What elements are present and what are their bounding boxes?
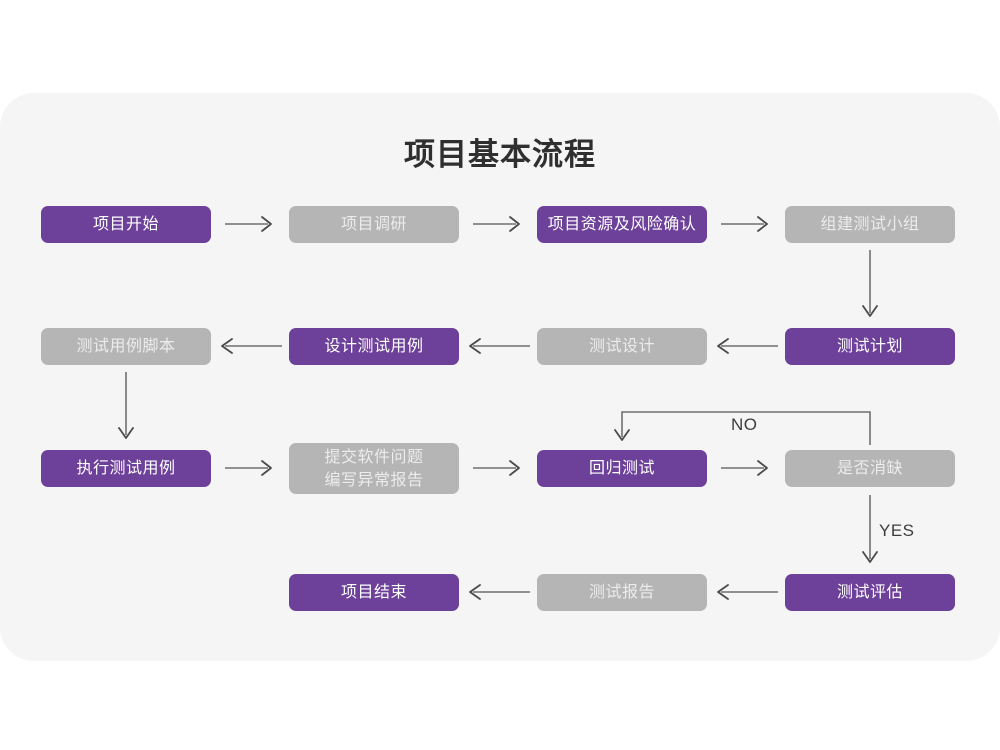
node-project-end[interactable]: 项目结束 xyxy=(289,574,459,611)
node-test-report[interactable]: 测试报告 xyxy=(537,574,707,611)
branch-label-yes: YES xyxy=(879,521,915,540)
node-design-test-case[interactable]: 设计测试用例 xyxy=(289,328,459,365)
node-execute-test-case[interactable]: 执行测试用例 xyxy=(41,450,211,487)
flowchart-card xyxy=(0,93,1000,661)
node-submit-issue-report[interactable]: 提交软件问题 编写异常报告 xyxy=(289,443,459,494)
node-test-evaluation[interactable]: 测试评估 xyxy=(785,574,955,611)
node-project-start[interactable]: 项目开始 xyxy=(41,206,211,243)
page-title: 项目基本流程 xyxy=(404,137,596,172)
node-test-design[interactable]: 测试设计 xyxy=(537,328,707,365)
node-defect-cleared[interactable]: 是否消缺 xyxy=(785,450,955,487)
node-resource-risk-confirm[interactable]: 项目资源及风险确认 xyxy=(537,206,707,243)
node-project-research[interactable]: 项目调研 xyxy=(289,206,459,243)
branch-label-no: NO xyxy=(731,415,758,434)
node-test-case-script[interactable]: 测试用例脚本 xyxy=(41,328,211,365)
node-form-test-team[interactable]: 组建测试小组 xyxy=(785,206,955,243)
node-regression-test[interactable]: 回归测试 xyxy=(537,450,707,487)
node-test-plan[interactable]: 测试计划 xyxy=(785,328,955,365)
